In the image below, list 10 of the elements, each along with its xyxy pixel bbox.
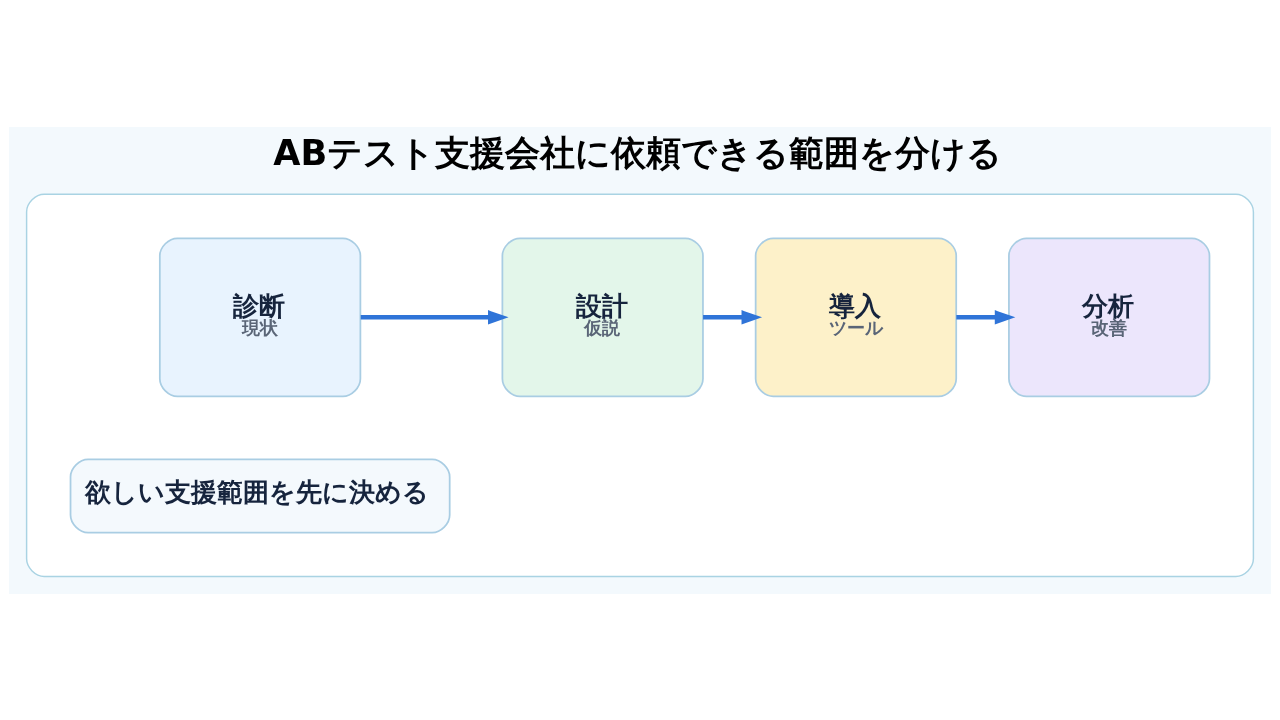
arrow <box>703 309 763 324</box>
cluster <box>25 193 1255 577</box>
node-box: 設計 仮説 <box>501 236 704 397</box>
node-box: 導入 ツール <box>754 236 958 397</box>
diagram-title: ABテスト支援会社に依頼できる範囲を分ける <box>273 131 1003 173</box>
node-box: 欲しい支援範囲を先に決める <box>69 457 451 533</box>
arrow <box>956 309 1016 324</box>
arrow <box>360 309 509 324</box>
node-box: 分析 改善 <box>1008 236 1211 397</box>
node-box: 診断 現状 <box>158 236 362 397</box>
